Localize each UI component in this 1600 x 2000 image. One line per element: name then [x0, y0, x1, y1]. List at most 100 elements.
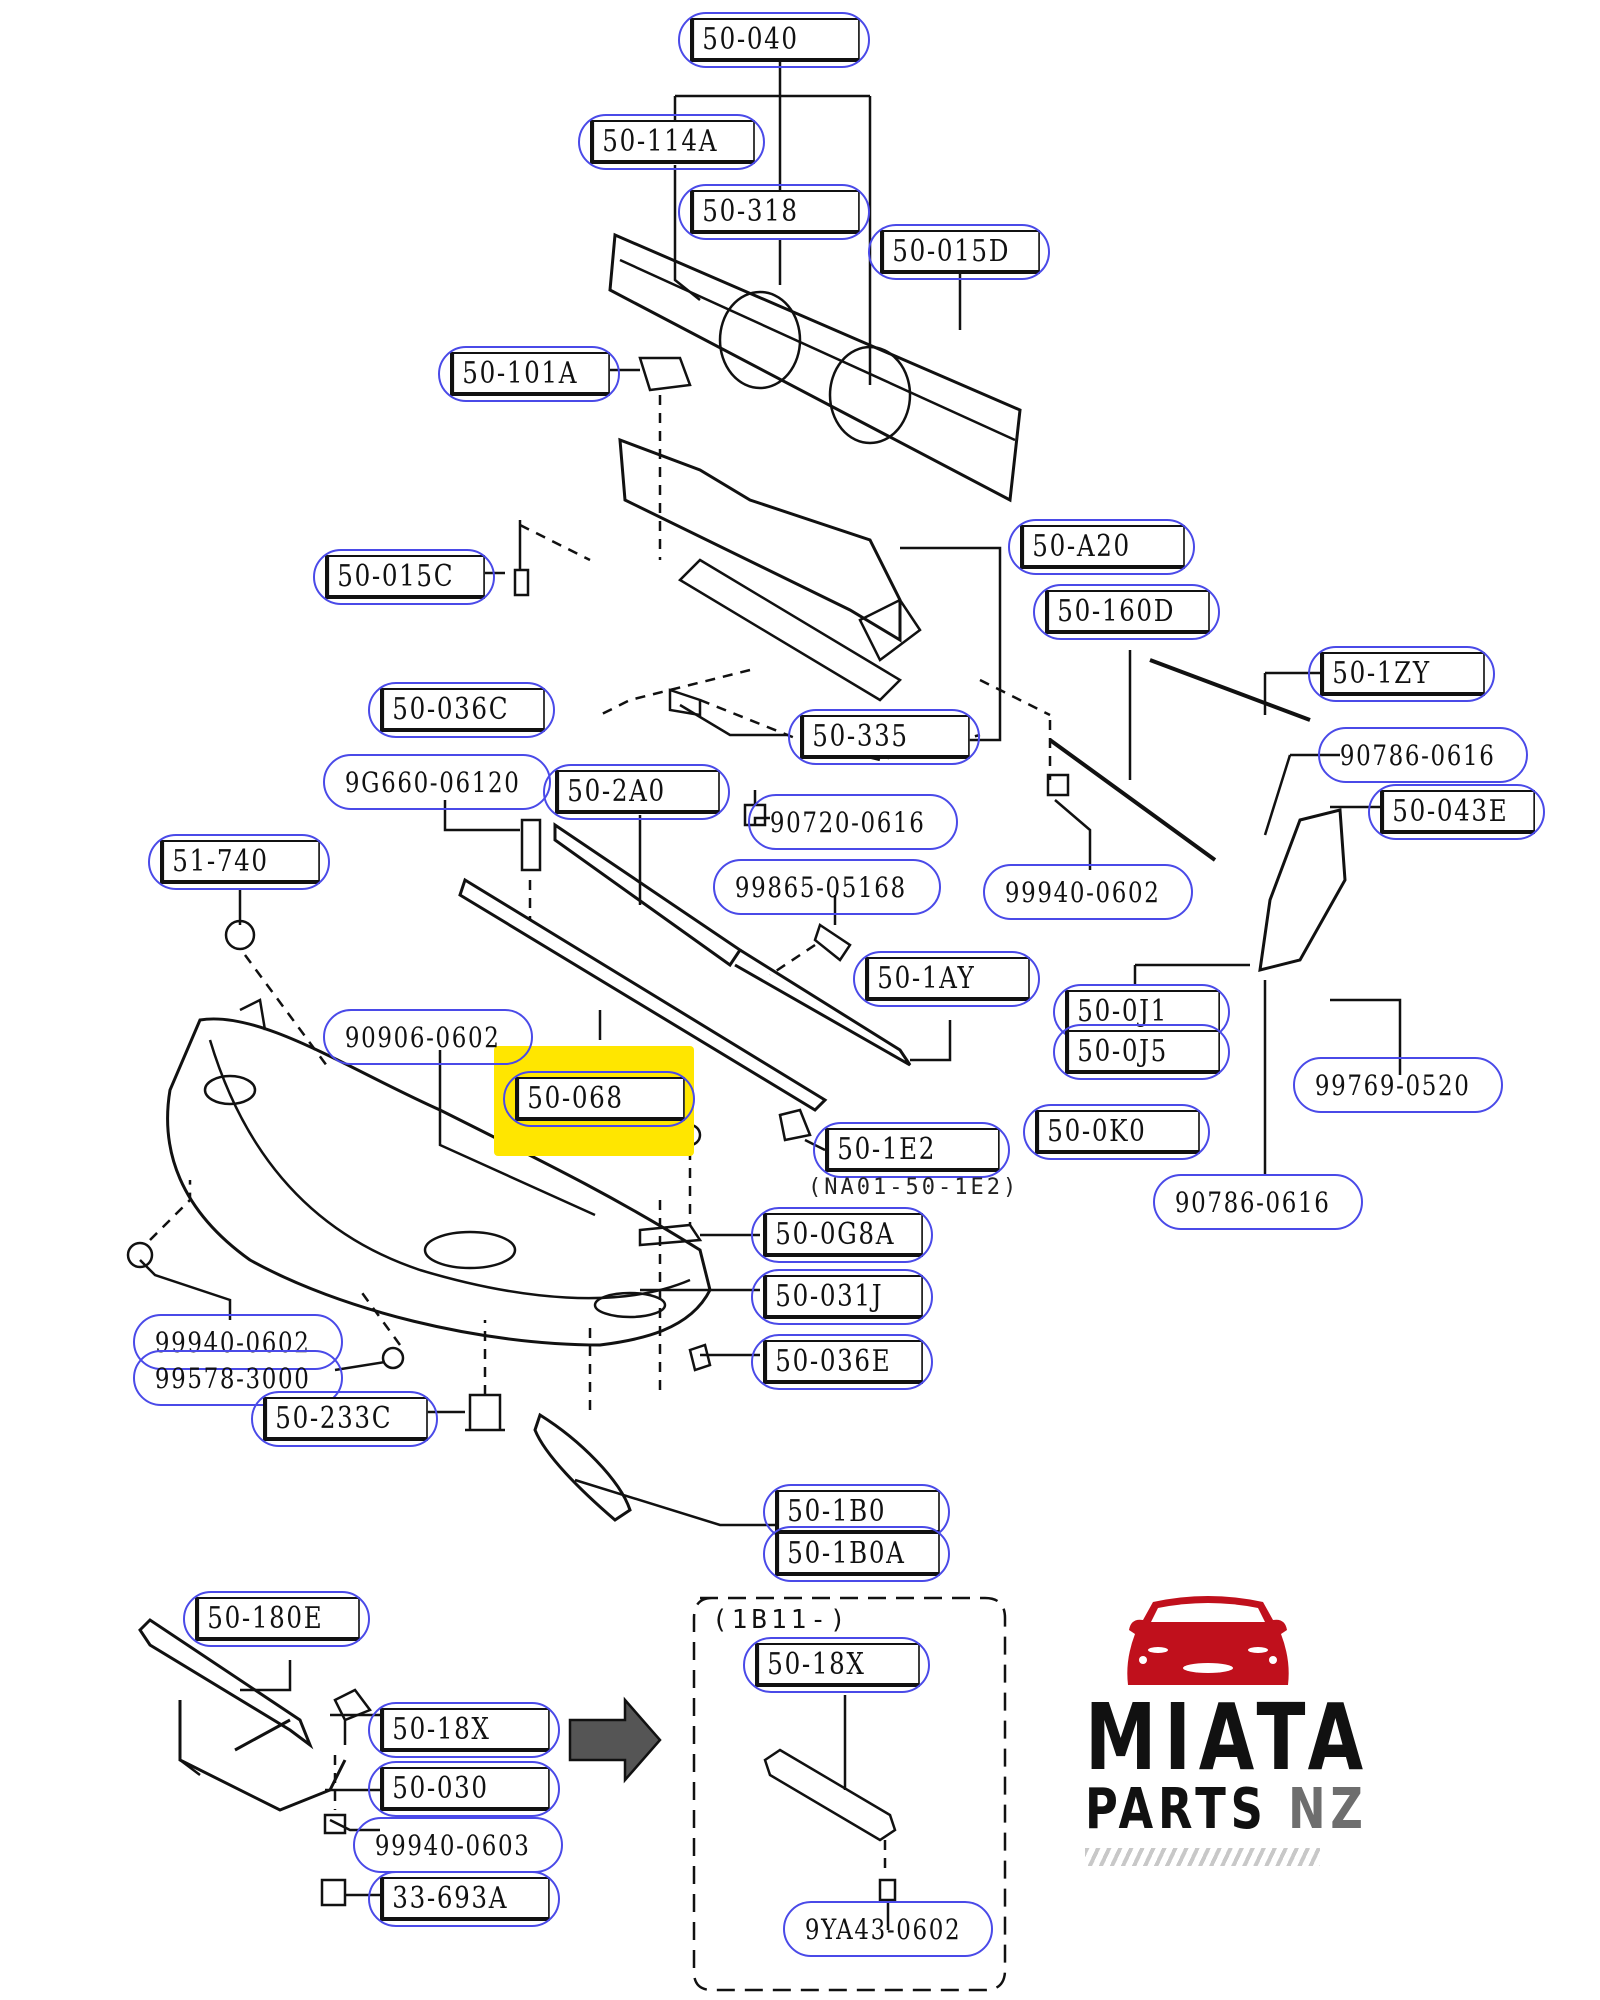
part-label-50-015d[interactable]: 50-015D: [880, 230, 1040, 274]
grille-net-shape: [533, 1412, 632, 1522]
part-label-50-040[interactable]: 50-040: [690, 18, 860, 62]
part-label-50-233c[interactable]: 50-233C: [263, 1397, 428, 1441]
part-label-9ya43-0602[interactable]: 9YA43-0602: [804, 1912, 962, 1946]
part-label-50-036e[interactable]: 50-036E: [763, 1340, 923, 1384]
part-label-50-0j5[interactable]: 50-0J5: [1065, 1030, 1220, 1074]
part-label-50-043e[interactable]: 50-043E: [1380, 790, 1535, 834]
clip-shape: [381, 1346, 405, 1370]
bolt-shape: [743, 790, 770, 827]
part-label-50-1b0[interactable]: 50-1B0: [775, 1490, 940, 1534]
leader-line: [1263, 754, 1292, 836]
clip-shape: [688, 1343, 712, 1372]
leader-line: [139, 1259, 232, 1320]
part-label-99940-0602[interactable]: 99940-0602: [1004, 875, 1161, 909]
bracket-shape: [179, 1759, 201, 1776]
bolt-shape: [520, 818, 542, 872]
part-label-99769-0520[interactable]: 99769-0520: [1314, 1068, 1471, 1102]
logo-text-parts: PARTS NZ: [1085, 1782, 1363, 1838]
bracket-shape: [138, 1618, 314, 1750]
part-label-50-1ay[interactable]: 50-1AY: [865, 957, 1030, 1001]
part-label-33-693a[interactable]: 33-693A: [380, 1877, 550, 1921]
part-label-50-0g8a[interactable]: 50-0G8A: [763, 1213, 923, 1257]
part-label-50-068[interactable]: 50-068: [515, 1077, 685, 1121]
part-label-90786-0616[interactable]: 90786-0616: [1339, 738, 1496, 772]
bumper-reinforcement-shape: [619, 258, 1016, 442]
leader-line: [804, 1138, 826, 1152]
part-label-51-740[interactable]: 51-740: [160, 840, 320, 884]
leader-line: [574, 1478, 775, 1527]
bumper-reinforcement-shape: [828, 345, 912, 445]
bracket-shape: [178, 1700, 347, 1812]
side-bracket-shape: [1258, 808, 1347, 972]
part-label-50-036c[interactable]: 50-036C: [380, 688, 545, 732]
part-label-50-101a[interactable]: 50-101A: [450, 352, 610, 396]
stay-rod-shape: [1048, 738, 1217, 862]
part-label-99578-3000[interactable]: 99578-3000: [154, 1361, 311, 1395]
center-frame-shape: [677, 558, 903, 702]
part-label-50-1b0a[interactable]: 50-1B0A: [775, 1532, 940, 1576]
part-label-90906-0602[interactable]: 90906-0602: [344, 1020, 501, 1054]
logo-text-parts-word: PARTS: [1085, 1777, 1268, 1842]
part-label-50-a20[interactable]: 50-A20: [1020, 525, 1185, 569]
leader-line: [240, 1660, 292, 1692]
bumper-cover-shape: [208, 1039, 691, 1300]
leader-line: [329, 1818, 380, 1832]
part-label-90786-0616[interactable]: 90786-0616: [1174, 1185, 1331, 1219]
dashed-guide: [979, 678, 1052, 780]
clip-shape: [465, 1393, 505, 1432]
part-label-99865-05168[interactable]: 99865-05168: [734, 870, 907, 904]
part-label-50-1e2[interactable]: 50-1E2: [825, 1128, 1000, 1172]
clip-shape: [778, 1108, 812, 1142]
dashed-guide: [519, 395, 662, 562]
part-note: (NA01-50-1E2): [808, 1175, 1020, 1200]
dashed-guide: [149, 1180, 192, 1241]
part-label-99940-0603[interactable]: 99940-0603: [374, 1828, 531, 1862]
part-label-50-2a0[interactable]: 50-2A0: [555, 770, 720, 814]
part-label-99940-0602[interactable]: 99940-0602: [154, 1325, 311, 1359]
miata-parts-nz-logo: MIATA PARTS NZ: [1085, 1590, 1371, 1866]
bumper-cover-shape: [203, 1074, 257, 1106]
leader-line: [1330, 998, 1402, 1075]
bumper-reinforcement-shape: [718, 290, 802, 390]
leader-line: [910, 1020, 952, 1062]
part-label-50-18x[interactable]: 50-18X: [380, 1708, 550, 1752]
part-label-50-015c[interactable]: 50-015C: [325, 555, 485, 599]
part-label-50-1zy[interactable]: 50-1ZY: [1320, 652, 1485, 696]
part-label-50-030[interactable]: 50-030: [380, 1767, 550, 1811]
dashed-guide: [358, 1289, 402, 1346]
logo-stripes: [1085, 1848, 1320, 1866]
dashed-guide: [769, 943, 816, 977]
center-frame-shape: [858, 598, 922, 662]
part-label-50-335[interactable]: 50-335: [800, 715, 970, 759]
bracket-shape: [234, 1718, 291, 1752]
part-label-50-031j[interactable]: 50-031J: [763, 1275, 923, 1319]
part-label-50-0k0[interactable]: 50-0K0: [1035, 1110, 1200, 1154]
part-label-50-18x[interactable]: 50-18X: [755, 1643, 920, 1687]
nut-shape: [224, 919, 256, 951]
stay-rod-shape: [1149, 658, 1311, 722]
bracket-shape: [638, 356, 692, 392]
clip-shape: [333, 1688, 372, 1745]
clip-shape: [668, 688, 702, 717]
grommet-shape: [320, 1878, 347, 1907]
screw-shape: [813, 923, 852, 962]
part-label-50-0j1[interactable]: 50-0J1: [1065, 990, 1220, 1034]
part-label-90720-0616[interactable]: 90720-0616: [769, 805, 926, 839]
part-label-50-318[interactable]: 50-318: [690, 190, 860, 234]
leader-line: [438, 1050, 596, 1217]
car-logo-icon: [1127, 1596, 1289, 1685]
absorber-shape: [553, 822, 743, 968]
leader-line: [334, 1360, 386, 1372]
leader-line: [443, 800, 520, 832]
dashed-guide: [243, 954, 332, 1071]
part-label-50-114a[interactable]: 50-114A: [590, 120, 755, 164]
part-label-9g660-06120[interactable]: 9G660-06120: [344, 765, 521, 799]
arrow-shape: [568, 1696, 662, 1784]
absorber-shape: [458, 877, 828, 1112]
part-label-50-180e[interactable]: 50-180E: [195, 1597, 360, 1641]
logo-text-miata: MIATA: [1085, 1684, 1371, 1791]
part-label-50-160d[interactable]: 50-160D: [1045, 590, 1210, 634]
bumper-cover-shape: [593, 1291, 667, 1319]
